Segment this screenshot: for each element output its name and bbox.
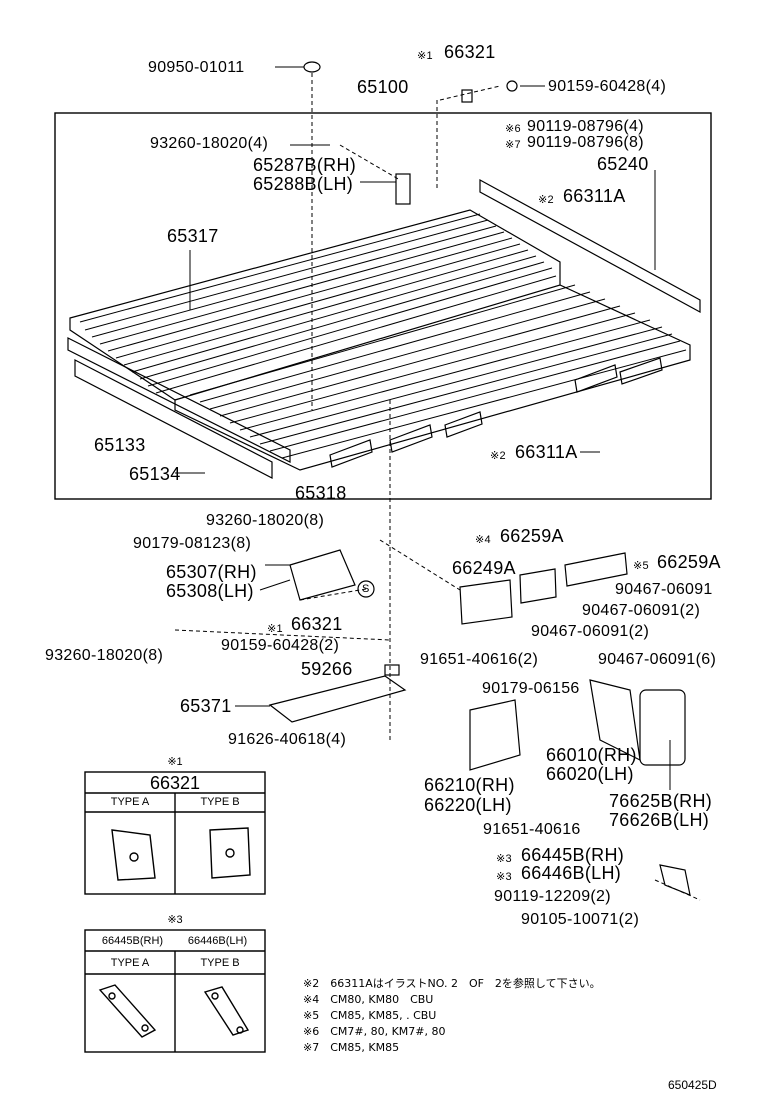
table1-mark: ※1: [167, 756, 183, 768]
label-90105-10071: 90105-10071(2): [521, 911, 640, 928]
label-66311A-top: 66311A: [563, 186, 626, 206]
mudguard-66210-icon: [469, 699, 521, 771]
label-90159-60428-mid: 90159-60428(2): [221, 637, 340, 654]
diagram-code: 650425D: [668, 1078, 717, 1092]
label-90467-06091-2: 90467-06091(2): [582, 602, 701, 619]
label-66446B: 66446B(LH): [521, 863, 622, 883]
note-mark: ※1: [267, 623, 283, 635]
label-65308: 65308(LH): [166, 581, 254, 601]
label-65287B: 65287B(RH): [253, 155, 357, 175]
table1-type-a: TYPE A: [110, 796, 150, 808]
label-90159-60428-top: 90159-60428(4): [548, 78, 667, 95]
label-90950-01011: 90950-01011: [148, 59, 245, 76]
nut-icon: [461, 89, 473, 103]
table1-type-b: TYPE B: [200, 796, 240, 808]
label-93260-18020-top: 93260-18020(4): [150, 135, 269, 152]
label-90119-08796-a: 90119-08796(4): [527, 118, 644, 135]
label-66321-mid: 66321: [291, 614, 343, 634]
label-66010: 66010(RH): [546, 745, 637, 765]
deck-panel-illustration: [67, 178, 701, 479]
s-marker-label: S: [362, 583, 370, 595]
s-marker: [357, 580, 375, 598]
note-mark: ※5: [633, 560, 649, 572]
footnote: ※5 CM85, KM85, . CBU: [303, 1009, 437, 1022]
label-66259A-a: 66259A: [500, 526, 564, 546]
bolt-icon: [506, 80, 518, 92]
plate-66249-icon: [459, 579, 513, 625]
label-93260-18020-low: 93260-18020(8): [45, 647, 164, 664]
label-90467-06091-4: 90467-06091(6): [598, 651, 717, 668]
label-65240: 65240: [597, 154, 649, 174]
clip-66445-icon: [659, 864, 691, 896]
label-90119-08796-b: 90119-08796(8): [527, 134, 644, 151]
label-65133: 65133: [94, 435, 146, 455]
label-93260-18020-mid: 93260-18020(8): [206, 512, 325, 529]
label-90179-08123: 90179-08123(8): [133, 535, 252, 552]
note-mark: ※6: [505, 123, 521, 135]
label-66445B: 66445B(RH): [521, 845, 625, 865]
label-65288B: 65288B(LH): [253, 174, 354, 194]
cap-icon: [303, 61, 321, 73]
label-66259A-b: 66259A: [657, 552, 721, 572]
label-66210: 66210(RH): [424, 775, 515, 795]
label-66220: 66220(LH): [424, 795, 512, 815]
table3-part-lh: 66446B(LH): [187, 935, 248, 947]
footnote: ※2 66311AはイラストNO. 2 OF 2を参照して下さい。: [303, 977, 601, 990]
table-66321: [84, 771, 266, 895]
footnotes: ※2 66311AはイラストNO. 2 OF 2を参照して下さい。 ※4 CM8…: [303, 976, 601, 1056]
label-90119-12209: 90119-12209(2): [494, 888, 611, 905]
plate-66259-icon: [519, 568, 557, 604]
note-mark: ※3: [496, 853, 512, 865]
footnote: ※7 CM85, KM85: [303, 1041, 400, 1054]
table3-type-a: TYPE A: [110, 957, 150, 969]
label-66311A-bottom: 66311A: [515, 442, 578, 462]
label-65307: 65307(RH): [166, 562, 257, 582]
table1-part: 66321: [149, 773, 201, 793]
note-mark: ※4: [475, 534, 491, 546]
pad-59266-icon: [384, 664, 400, 676]
bracket-icon: [395, 173, 411, 205]
label-76625B: 76625B(RH): [609, 791, 713, 811]
note-mark: ※3: [496, 871, 512, 883]
label-76626B: 76626B(LH): [609, 810, 710, 830]
table3-mark: ※3: [167, 914, 183, 926]
label-65134: 65134: [129, 464, 181, 484]
assembly-frame: [54, 112, 712, 500]
footnote: ※4 CM80, KM80 CBU: [303, 993, 434, 1006]
label-66249A: 66249A: [452, 558, 516, 578]
footnote: ※6 CM7#, 80, KM7#, 80: [303, 1025, 446, 1038]
label-59266: 59266: [301, 659, 353, 679]
note-mark: ※1: [417, 50, 433, 62]
bracket-65307-icon: [289, 549, 356, 601]
plate-66259b-icon: [564, 552, 628, 587]
frame-76625-icon: [639, 689, 686, 766]
label-90179-06156: 90179-06156: [482, 680, 580, 697]
table3-type-b: TYPE B: [200, 957, 240, 969]
note-mark: ※2: [490, 450, 506, 462]
label-91651-40616-b: 91651-40616: [483, 821, 581, 838]
plate-65371-icon: [268, 675, 407, 723]
label-90467-06091-3: 90467-06091(2): [531, 623, 650, 640]
label-66321-top: 66321: [444, 42, 496, 62]
label-65371: 65371: [180, 696, 232, 716]
label-65317: 65317: [167, 226, 219, 246]
label-91626-40618: 91626-40618(4): [228, 731, 347, 748]
note-mark: ※2: [538, 194, 554, 206]
label-65318: 65318: [295, 483, 347, 503]
note-mark: ※7: [505, 139, 521, 151]
label-91651-40616-a: 91651-40616(2): [420, 651, 539, 668]
label-90467-06091-1: 90467-06091: [615, 581, 713, 598]
table-66445: [84, 929, 266, 1053]
label-65100: 65100: [357, 77, 409, 97]
table3-part-rh: 66445B(RH): [101, 935, 164, 947]
label-66020: 66020(LH): [546, 764, 634, 784]
